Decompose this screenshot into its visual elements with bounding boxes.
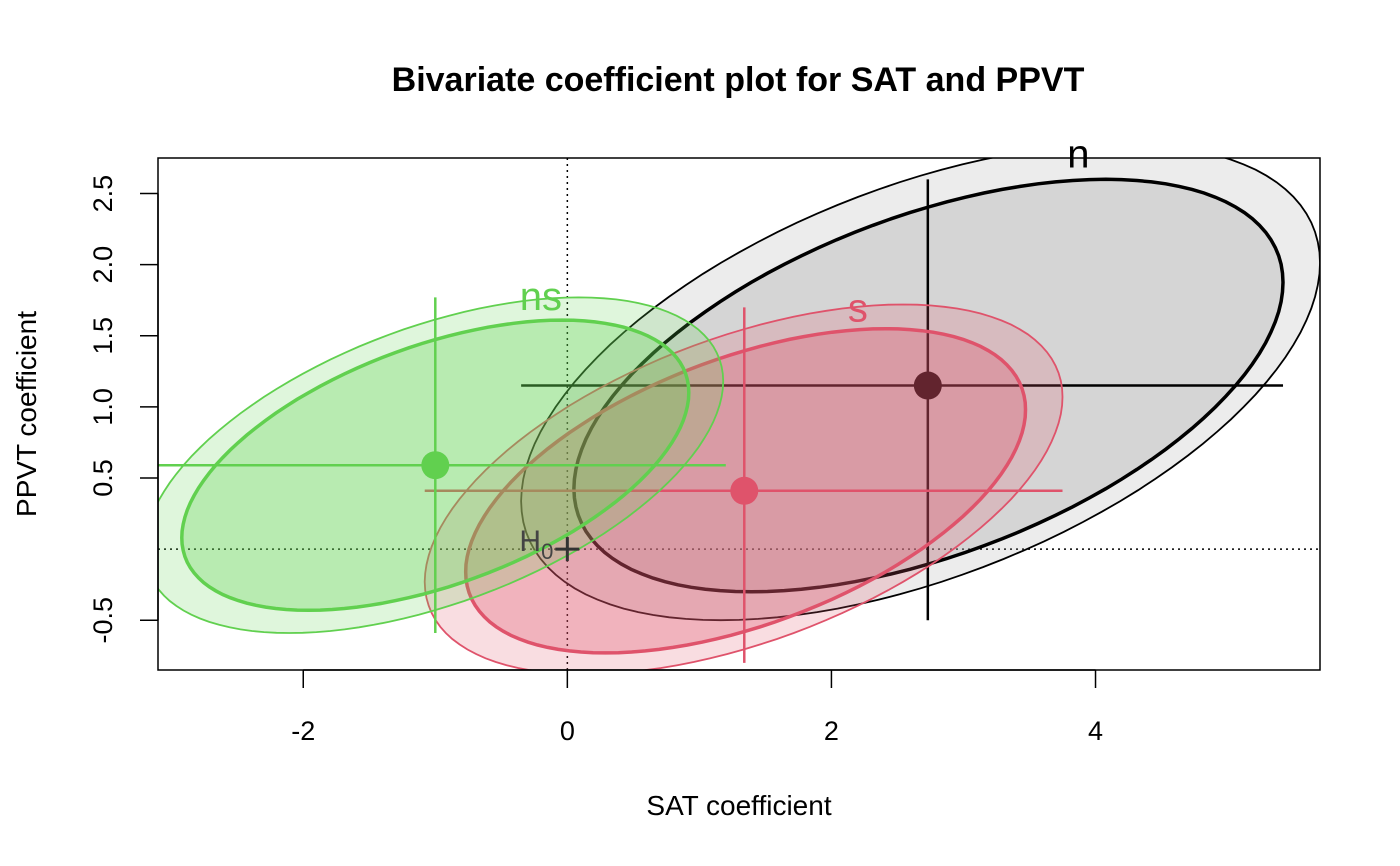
null-hypothesis-label: H0 [519,525,553,564]
chart-title: Bivariate coefficient plot for SAT and P… [392,61,1085,99]
y-tick-label: 2.0 [88,246,118,284]
x-tick-label: 2 [824,716,839,746]
y-tick-label: 0.5 [88,459,118,497]
y-tick-label: 1.5 [88,317,118,355]
x-axis-label: SAT coefficient [646,790,831,821]
axis-layer: -2 0 2 4 -0.5 0.5 1.0 1.5 2.0 2.5 [88,175,1103,746]
y-tick-label: -0.5 [88,597,118,644]
x-tick-label: 0 [560,716,575,746]
series-label-ns: ns [520,275,562,319]
point-ns [421,451,450,480]
point-s [730,476,759,505]
x-tick-label: 4 [1088,716,1103,746]
y-axis-label: PPVT coefficient [11,311,42,517]
series-label-n: n [1067,133,1089,177]
x-tick-label: -2 [291,716,315,746]
point-n [913,371,942,400]
plot-layer [158,158,1320,670]
series-label-s: s [848,286,868,330]
y-tick-label: 2.5 [88,175,118,213]
y-tick-label: 1.0 [88,388,118,426]
